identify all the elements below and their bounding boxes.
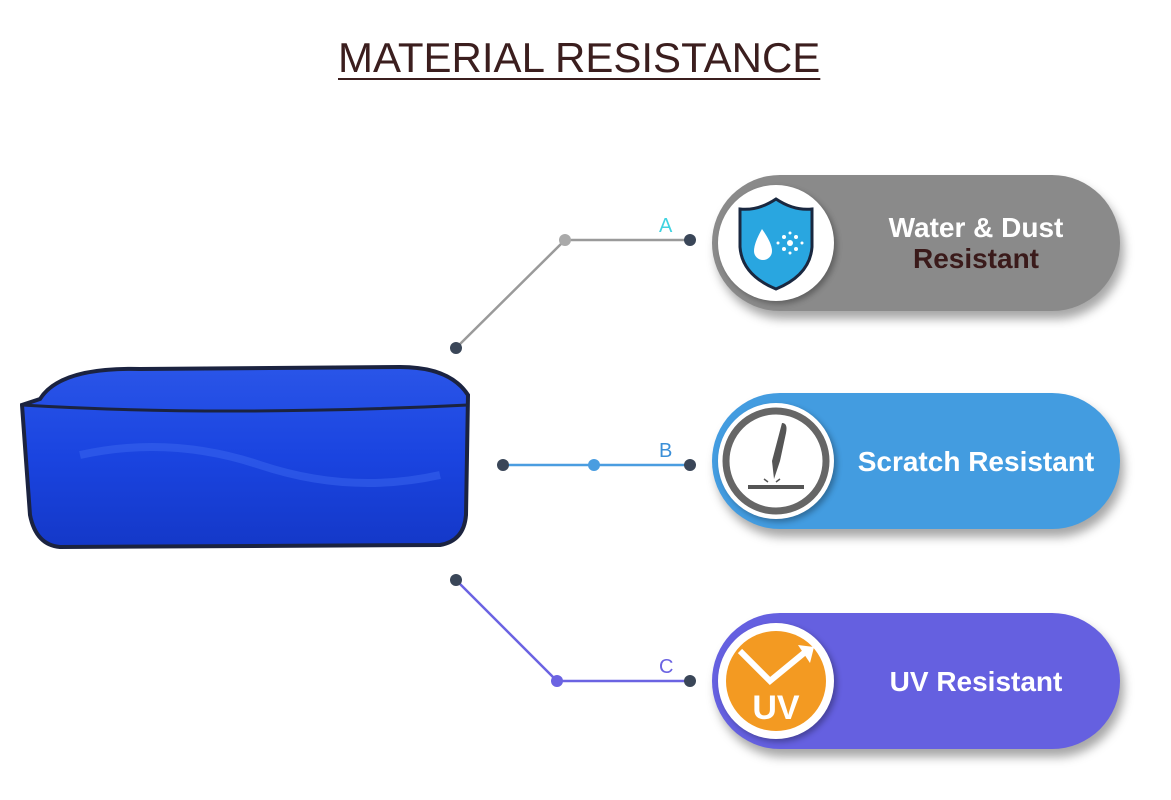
feature-scratch: Scratch Resistant: [712, 393, 1120, 529]
feature-uv: UV UV Resistant: [712, 613, 1120, 749]
label-b: B: [659, 440, 673, 462]
feature-title: Scratch Resistant: [857, 445, 1095, 477]
feature-title: Water & Dust: [888, 212, 1064, 243]
connector-a: [450, 234, 696, 354]
svg-text:UV: UV: [752, 689, 800, 727]
connector-b: [497, 459, 696, 471]
page-title: MATERIAL RESISTANCE: [338, 34, 821, 81]
feature-subtitle: Resistant: [912, 243, 1040, 274]
connector-c: [450, 574, 696, 687]
label-c: C: [659, 656, 674, 678]
product-cover-image: [20, 365, 471, 550]
feature-title: UV Resistant: [889, 665, 1063, 697]
label-a: A: [659, 215, 673, 237]
scratch-tool-icon: [718, 403, 834, 519]
water-dust-shield-icon: [718, 185, 834, 301]
uv-sun-icon: UV: [718, 623, 834, 739]
